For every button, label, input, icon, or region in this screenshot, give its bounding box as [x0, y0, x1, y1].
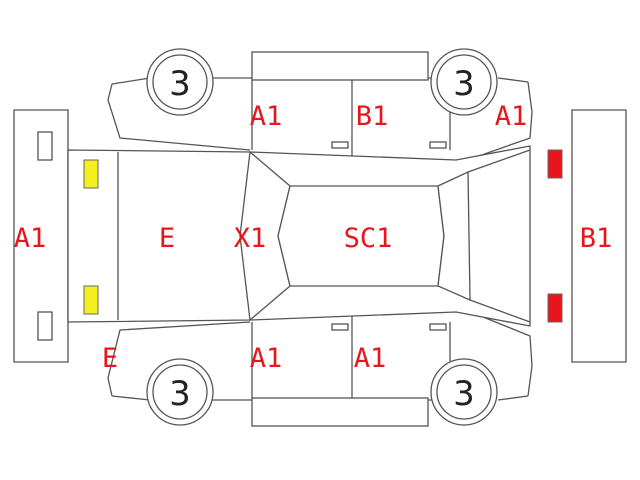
front-bumper — [13, 109, 69, 363]
rear-lamp-top-icon — [547, 149, 563, 179]
front-lamp-top-icon — [83, 159, 99, 189]
bottom-side-panels — [107, 296, 533, 427]
wheel-damage-number: 3 — [169, 374, 191, 414]
wheel-damage-number: 3 — [453, 374, 475, 414]
rear-lamp-bottom-icon — [547, 293, 563, 323]
label-windshield: X1 — [234, 223, 267, 254]
label-front-bumper: A1 — [14, 223, 47, 254]
label-front-pillar-top: A1 — [250, 101, 283, 132]
label-front-door-bottom: A1 — [250, 343, 283, 374]
wheel-rear-top: 3 — [430, 48, 498, 116]
label-rear-door-bottom: A1 — [354, 343, 387, 374]
wheel-rear-bottom: 3 — [430, 358, 498, 426]
car-body-top-view — [67, 145, 531, 327]
label-rear-bumper: B1 — [580, 223, 613, 254]
wheel-damage-number: 3 — [169, 64, 191, 104]
rear-bumper — [571, 109, 627, 363]
wheel-damage-number: 3 — [453, 64, 475, 104]
label-front-door-top: B1 — [356, 101, 389, 132]
label-hood: E — [159, 223, 175, 254]
label-front-left-corner: E — [102, 343, 118, 374]
front-lamp-bottom-icon — [83, 285, 99, 315]
label-rear-fender-top: A1 — [495, 101, 528, 132]
top-side-panels — [107, 51, 533, 184]
label-roof: SC1 — [344, 223, 393, 254]
wheel-front-bottom: 3 — [146, 358, 214, 426]
wheel-front-top: 3 — [146, 48, 214, 116]
